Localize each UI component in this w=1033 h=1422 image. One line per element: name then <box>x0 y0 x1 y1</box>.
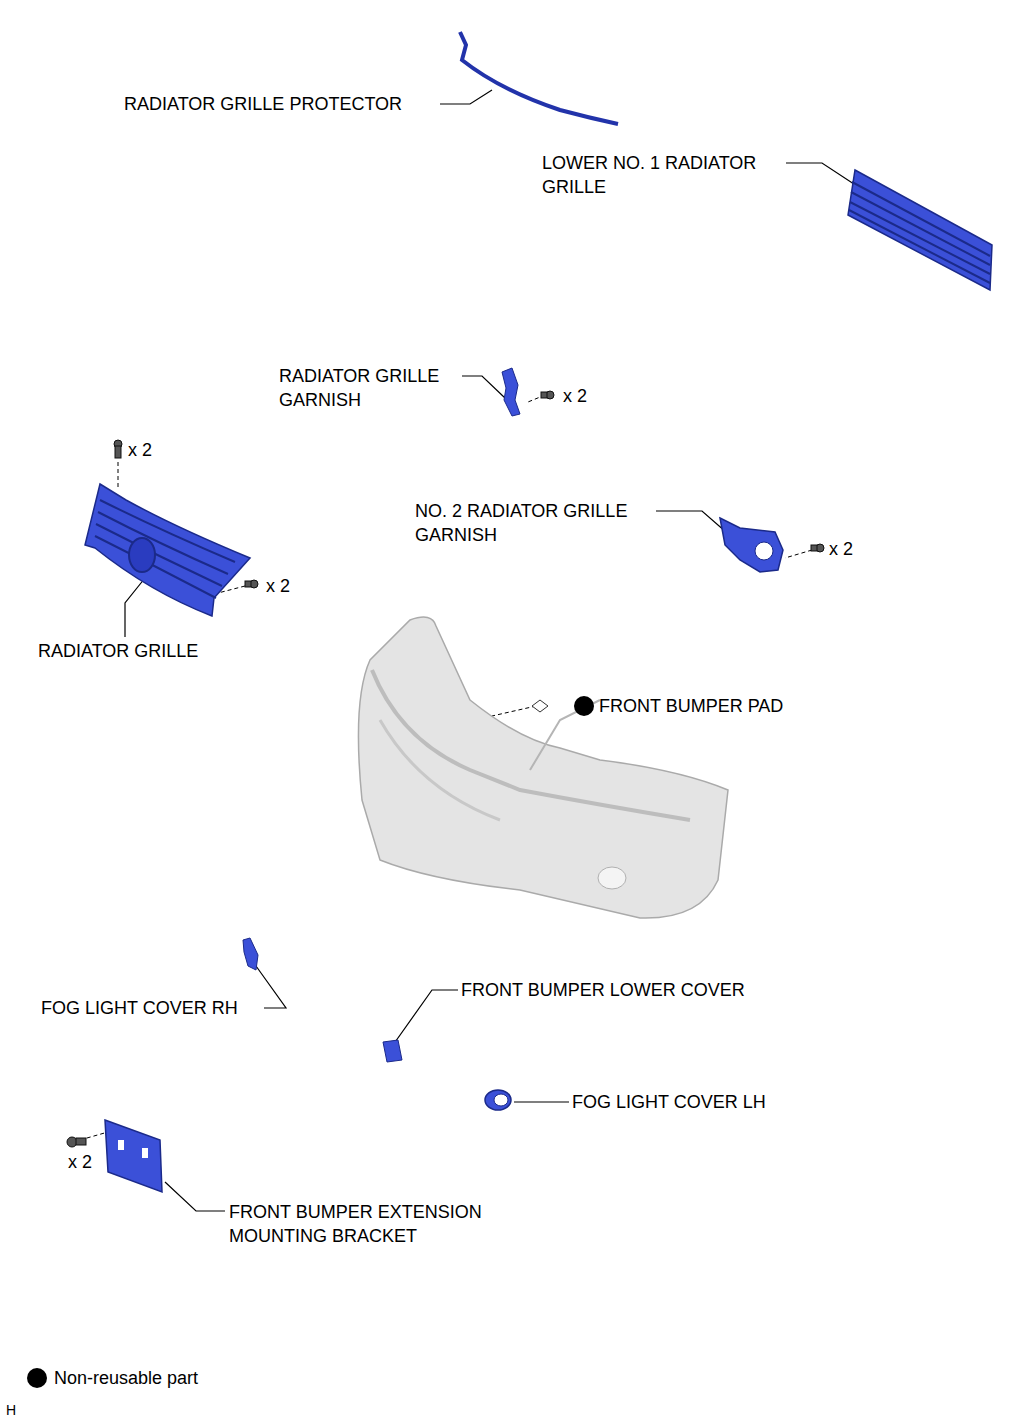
part-label: FOG LIGHT COVER RH <box>41 996 238 1020</box>
part-label: FRONT BUMPER LOWER COVER <box>461 978 745 1002</box>
part-label: FRONT BUMPER EXTENSION MOUNTING BRACKET <box>229 1200 527 1248</box>
quantity-label: x 2 <box>563 384 587 408</box>
quantity-label: x 2 <box>829 537 853 561</box>
part-label: H <box>6 1398 16 1422</box>
part-label: LOWER NO. 1 RADIATOR GRILLE <box>542 151 804 199</box>
part-label: FOG LIGHT COVER LH <box>572 1090 766 1114</box>
part-label: RADIATOR GRILLE GARNISH <box>279 364 471 412</box>
part-label: RADIATOR GRILLE <box>38 639 198 663</box>
quantity-label: x 2 <box>266 574 290 598</box>
part-label: RADIATOR GRILLE PROTECTOR <box>124 92 402 116</box>
part-label: NO. 2 RADIATOR GRILLE GARNISH <box>415 499 667 547</box>
legend-entry: Non-reusable part <box>27 1366 198 1390</box>
part-label: FRONT BUMPER PAD <box>599 694 783 718</box>
quantity-label: x 2 <box>128 438 152 462</box>
legend-swatch <box>27 1368 47 1388</box>
quantity-label: x 2 <box>68 1150 92 1174</box>
legend-text: Non-reusable part <box>54 1366 198 1390</box>
